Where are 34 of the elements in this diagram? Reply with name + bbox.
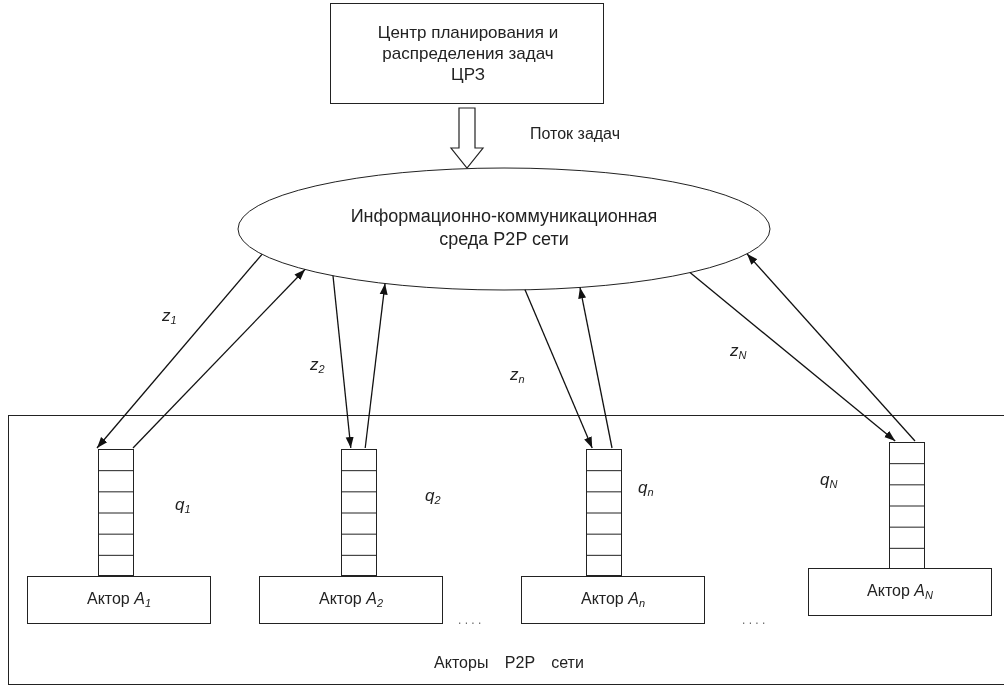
edge-label: Поток задач [528, 124, 622, 144]
actor-box [27, 576, 211, 624]
queue-label: q$_{2}$ [425, 486, 441, 508]
arrow [689, 271, 896, 442]
node-label: Центр планирования и распределения задач ЦРЗ [376, 22, 560, 85]
queue-label: q$_{n}$ [638, 478, 654, 500]
actor-box [808, 568, 992, 616]
queue-stack [889, 442, 925, 569]
arrow [746, 253, 916, 442]
node-label: Актор A$_{1}$ [85, 589, 152, 611]
node-label: Актор A$_{2}$ [317, 589, 384, 611]
node-label: Актор A$_{n}$ [579, 589, 646, 611]
queue-label: q$_{1}$ [175, 495, 191, 517]
actor-box [521, 576, 705, 624]
queue-stack [586, 449, 622, 576]
queue-label: q$_{N}$ [820, 470, 838, 492]
hollow-arrow [449, 107, 485, 169]
actors-panel [8, 415, 1004, 685]
arrow [524, 289, 593, 449]
queue-stack [98, 449, 134, 576]
arrow [96, 253, 263, 449]
actor-box [259, 576, 443, 624]
node-label: Актор A$_{N}$ [866, 581, 934, 603]
arrow [332, 275, 354, 449]
ellipsis-dots: . . . . [742, 612, 766, 629]
arrow [364, 282, 388, 449]
queue-stack [341, 449, 377, 576]
node-label: Информационно-коммуникационная среда P2P сети [349, 205, 659, 251]
arrow [578, 286, 613, 449]
arrow [132, 268, 306, 449]
panel-title: Акторы P2P сети [433, 653, 585, 673]
process-box [330, 3, 604, 104]
network-ellipse [237, 167, 771, 291]
ellipsis-dots: . . . . [458, 612, 482, 629]
